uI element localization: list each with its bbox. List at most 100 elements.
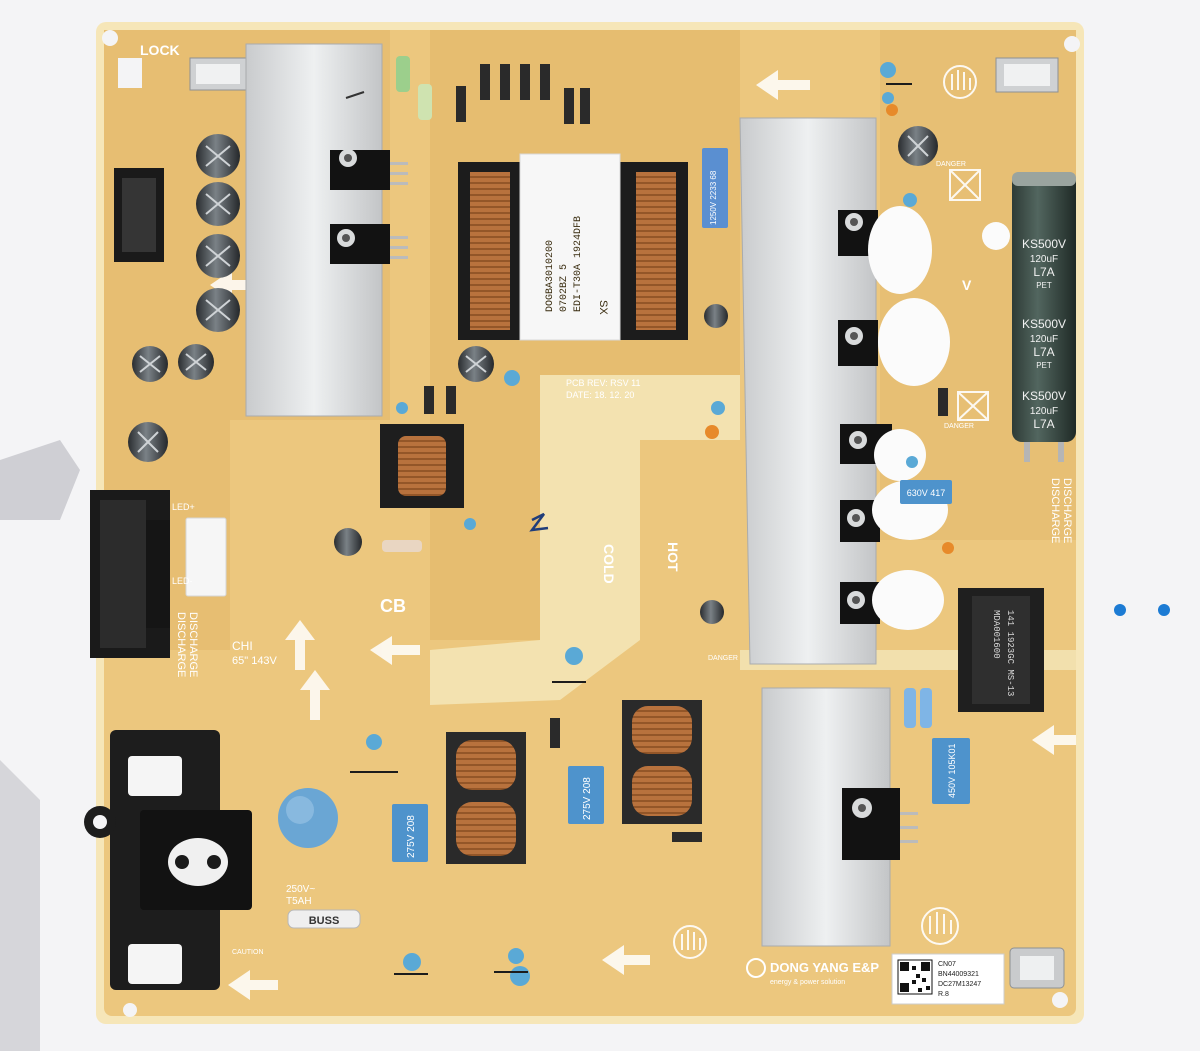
- discharge-right-2: DISCHARGE: [1061, 478, 1073, 543]
- cold-label: COLD: [601, 544, 617, 584]
- jumper-wires: [350, 83, 912, 975]
- bulk-cap-line-9: KS500V: [1022, 389, 1066, 403]
- output-transformer: 141 1923GC MS-13 MDA001600: [958, 588, 1044, 712]
- bulk-cap-line-11: L7A: [1033, 417, 1054, 431]
- main-transformer: DOGBA3010200 0702BZ 5 EDI-T30A 1924DFB S…: [458, 153, 688, 341]
- electrolytic-cap: [458, 346, 494, 382]
- fuse: BUSS: [287, 909, 361, 929]
- ceramic-resistor: [185, 517, 227, 597]
- output-transformer-label-1: 141 1923GC MS-13: [1005, 610, 1015, 696]
- model-sticker: CN07 BN44009321 DC27M13247 R.8: [891, 953, 1005, 1005]
- hand-warning-icon: [921, 907, 959, 945]
- dong-yang-tagline: energy & power solution: [770, 979, 845, 986]
- transformer-label-2: 0702BZ 5: [559, 264, 570, 312]
- blue-dot: [1114, 604, 1126, 616]
- bulk-cap-line-2: 120uF: [1030, 254, 1058, 265]
- orange-caps: [705, 104, 954, 554]
- film-cap-label: 630V 417: [907, 488, 946, 498]
- model-bn: BN44009321: [938, 971, 979, 978]
- resistors: [382, 56, 932, 728]
- pfc-inductor: [380, 424, 464, 508]
- electrolytic-cap: [196, 182, 240, 226]
- x-cap-1-label: 275V 208: [406, 815, 417, 858]
- voltage-rating-label: 65" 143V: [232, 655, 278, 667]
- chi-label: CHI: [232, 639, 253, 653]
- blue-ceramic-caps: [366, 62, 918, 986]
- lock-clip-right: [995, 57, 1059, 93]
- cb-label: CB: [380, 596, 406, 616]
- model-dc: DC27M13247: [938, 981, 981, 988]
- electrolytic-cap: [178, 344, 214, 380]
- v-label: V: [962, 277, 972, 293]
- bulk-capacitor-text: KS500V 120uF L7A PET KS500V 120uF L7A PE…: [1022, 237, 1066, 431]
- connector-led: [90, 490, 170, 658]
- x-capacitor-3: 450V 105K01: [932, 738, 970, 804]
- bulk-cap-line-1: KS500V: [1022, 237, 1066, 251]
- hand-warning-icon: [957, 391, 989, 421]
- qr-code: [897, 959, 933, 995]
- hand-warning-icon: [949, 169, 981, 201]
- hot-label: HOT: [665, 542, 681, 572]
- cm-choke-1: [446, 732, 526, 864]
- discharge-left-1: DISCHARGE: [175, 612, 187, 677]
- electrolytic-caps: [128, 126, 938, 624]
- lock-label: LOCK: [140, 42, 180, 58]
- varistor: [278, 788, 338, 848]
- marker-scribble: [529, 512, 549, 532]
- led-plus-label: LED+: [172, 502, 195, 512]
- discharge-right-1: DISCHARGE: [1049, 478, 1061, 543]
- metal-clip-bottom: [1009, 947, 1065, 989]
- mosfet: [838, 320, 878, 366]
- fuse-brand-label: BUSS: [309, 915, 340, 927]
- discharge-left-2: DISCHARGE: [187, 612, 199, 677]
- film-capacitor: 630V 417: [900, 480, 952, 504]
- fuse-rating-2: T5AH: [286, 896, 312, 907]
- hand-warning-icon: [673, 925, 707, 959]
- model-rev: R.8: [938, 991, 949, 998]
- mosfet: [330, 224, 408, 264]
- bulk-cap-line-8: PET: [1036, 361, 1052, 370]
- blue-dot: [1158, 604, 1170, 616]
- danger-label-1: DANGER: [936, 161, 966, 168]
- x-capacitor-2: 275V 208: [568, 766, 604, 824]
- electrolytic-cap: [898, 126, 938, 166]
- caution-label: CAUTION: [232, 949, 264, 956]
- transformer-label-1: DOGBA3010200: [545, 240, 556, 312]
- electrolytic-cap: [196, 288, 240, 332]
- y-capacitor: 1250V 2233 68: [702, 148, 728, 228]
- lock-clip-left: [189, 57, 247, 91]
- bulk-capacitor: [1012, 172, 1076, 462]
- bulk-cap-line-3: L7A: [1033, 265, 1054, 279]
- electrolytic-cap: [196, 234, 240, 278]
- electrolytic-cap: [700, 600, 724, 624]
- bulk-cap-line-5: KS500V: [1022, 317, 1066, 331]
- silkscreen-arrows: [210, 70, 1076, 1000]
- ac-inlet: [84, 730, 252, 990]
- transformer-label-3: EDI-T30A 1924DFB: [573, 216, 584, 312]
- cm-choke-2: [622, 700, 702, 824]
- electrolytic-cap: [334, 528, 362, 556]
- fuse-rating-1: 250V~: [286, 884, 315, 895]
- pcb-rev-label: PCB REV: RSV 11: [566, 378, 641, 388]
- connector-top-left: [114, 168, 164, 262]
- danger-label-3: DANGER: [708, 655, 738, 662]
- led-minus-label: LED-: [172, 576, 193, 586]
- danger-label-2: DANGER: [944, 423, 974, 430]
- electrolytic-cap: [132, 346, 168, 382]
- x-cap-2-label: 275V 208: [582, 777, 593, 820]
- model-cn: CN07: [938, 961, 956, 968]
- bulk-cap-line-6: 120uF: [1030, 334, 1058, 345]
- transformer-side-label: SX: [597, 300, 609, 315]
- output-transformer-label-2: MDA001600: [991, 610, 1001, 659]
- hand-warning-icon: [943, 65, 977, 99]
- electrolytic-cap: [128, 422, 168, 462]
- mosfet: [842, 788, 918, 860]
- electrolytic-cap: [704, 304, 728, 328]
- diode-row: [424, 64, 948, 842]
- y-cap-label: 1250V 2233 68: [709, 170, 718, 225]
- x-cap-3-label: 450V 105K01: [947, 743, 957, 798]
- mosfet: [330, 149, 408, 190]
- bulk-cap-line-7: L7A: [1033, 345, 1054, 359]
- x-capacitor-1: 275V 208: [392, 804, 428, 862]
